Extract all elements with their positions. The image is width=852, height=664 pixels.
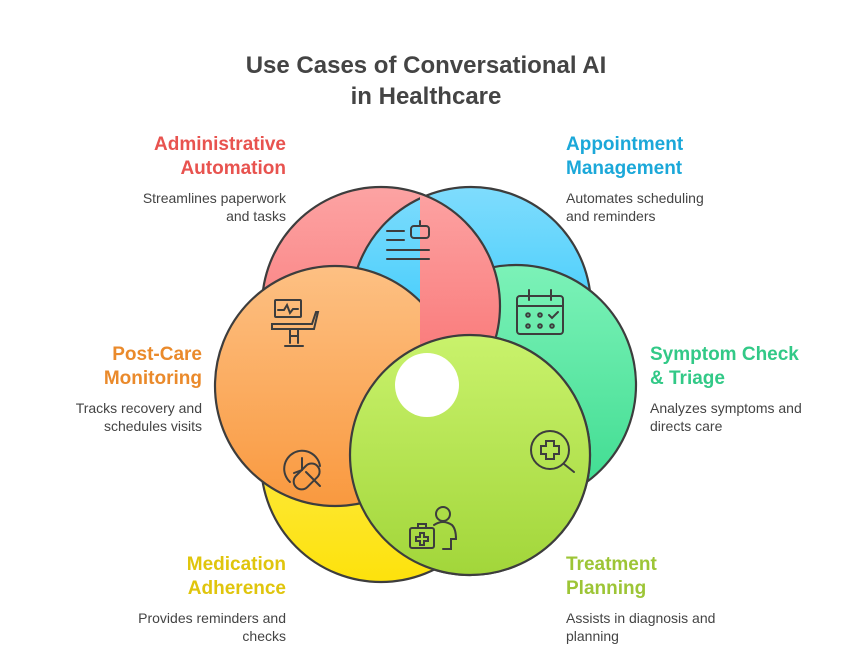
center-hole (395, 353, 459, 417)
page-title: Use Cases of Conversational AI in Health… (245, 52, 607, 110)
item-symptom: Symptom Check& Triage Analyzes symptoms … (650, 344, 802, 434)
clock-pill-icon (283, 449, 321, 491)
doctor-medkit-icon (409, 506, 458, 550)
monitor-chair-icon (271, 299, 320, 347)
medical-search-icon (530, 430, 575, 473)
robot-document-icon (386, 220, 430, 260)
calendar-icon (516, 289, 564, 335)
